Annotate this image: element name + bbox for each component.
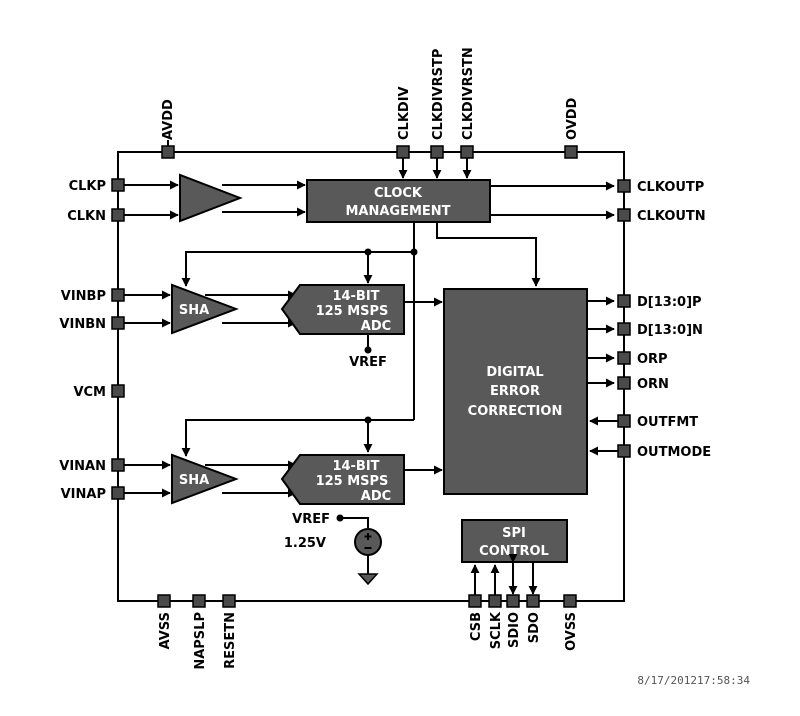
pin-outfmt: OUTFMT [617, 414, 698, 430]
sha-b-block: SHA [171, 283, 239, 335]
pin-label-vinbp: VINBP [61, 289, 106, 304]
pin-label-sdio: SDIO [507, 612, 522, 648]
pin-csb: CSB [468, 594, 484, 641]
wire-clock-to-sha-b [181, 251, 414, 287]
pin-label-clkoutp: CLKOUTP [637, 180, 704, 195]
clock-buffer [179, 173, 243, 223]
pin-sclk: SCLK [488, 594, 504, 649]
pin-outmode: OUTMODE [617, 444, 711, 460]
adc-a-line3: ADC [361, 489, 391, 504]
pin-clkoutp: CLKOUTP [617, 179, 704, 195]
pin-sdio: SDIO [506, 594, 522, 648]
dec-line2: ERROR [490, 384, 540, 399]
timestamp: 8/17/201217:58:34 [637, 674, 750, 687]
clock-management-block: CLOCK MANAGEMENT [306, 179, 491, 223]
digital-error-correction-block: DIGITAL ERROR CORRECTION [443, 288, 588, 495]
voltage-source-icon [354, 528, 382, 556]
pin-resetn: RESETN [222, 594, 238, 669]
adc-b-line3: ADC [361, 319, 391, 334]
pin-sdo: SDO [526, 594, 542, 643]
adc-b-block: 14-BIT 125 MSPS ADC [280, 284, 405, 335]
pin-label-ovdd: OVDD [565, 97, 580, 140]
pin-label-clkdivrstn: CLKDIVRSTN [461, 47, 476, 140]
pin-vcm: VCM [73, 384, 125, 400]
pin-label-orn: ORN [637, 377, 669, 392]
pin-clkoutn: CLKOUTN [617, 208, 706, 224]
sha-a-label: SHA [179, 473, 209, 488]
pin-label-vcm: VCM [73, 385, 106, 400]
pin-label-clkdiv: CLKDIV [397, 86, 412, 140]
pin-ovss: OVSS [563, 594, 579, 651]
spi-control-block: SPI CONTROL [461, 519, 568, 563]
pin-orn: ORN [617, 376, 669, 392]
pin-label-outmode: OUTMODE [637, 445, 711, 460]
pin-label-csb: CSB [469, 612, 484, 641]
adc-a-line2: 125 MSPS [316, 474, 389, 489]
vref-b-node [364, 346, 372, 354]
pin-d-n: D[13:0]N [617, 322, 703, 338]
pin-avss: AVSS [157, 594, 173, 649]
adc-a-block: 14-BIT 125 MSPS ADC [280, 454, 405, 505]
pin-label-vinan: VINAN [59, 459, 106, 474]
pin-label-resetn: RESETN [223, 612, 238, 669]
pin-vinbn: VINBN [59, 316, 125, 332]
pin-label-avdd: AVDD [161, 99, 176, 140]
pin-vinan: VINAN [59, 458, 125, 474]
pin-napslp: NAPSLP [192, 594, 208, 670]
pin-vinbp: VINBP [61, 288, 125, 304]
spi-line2: CONTROL [479, 544, 549, 559]
vref-b-label: VREF [349, 355, 387, 370]
pin-avdd: AVDD [161, 99, 176, 159]
pin-ovdd: OVDD [564, 97, 580, 159]
adc-b-line2: 125 MSPS [316, 304, 389, 319]
pin-label-vinap: VINAP [61, 487, 106, 502]
pin-label-sdo: SDO [527, 612, 542, 643]
pin-clkdivrstp: CLKDIVRSTP [430, 49, 446, 159]
vref-a-value: 1.25V [284, 536, 326, 551]
pin-label-outfmt: OUTFMT [637, 415, 698, 430]
clock-block-line1: CLOCK [374, 186, 423, 201]
pin-label-d-n: D[13:0]N [637, 323, 703, 338]
pin-orp: ORP [617, 351, 668, 367]
wire-clock-to-dec [436, 222, 541, 287]
dec-line1: DIGITAL [486, 365, 543, 380]
pin-label-avss: AVSS [158, 612, 173, 649]
pin-label-vinbn: VINBN [59, 317, 106, 332]
pin-label-sclk: SCLK [489, 611, 504, 649]
pin-label-orp: ORP [637, 352, 668, 367]
pin-label-clkdivrstp: CLKDIVRSTP [431, 49, 446, 140]
pin-label-ovss: OVSS [564, 612, 579, 651]
pin-clkp: CLKP [69, 178, 125, 194]
pin-label-napslp: NAPSLP [193, 612, 208, 670]
pin-clkdivrstn: CLKDIVRSTN [460, 47, 476, 159]
pin-label-clkp: CLKP [69, 179, 106, 194]
dec-line3: CORRECTION [468, 404, 563, 419]
ground-icon [357, 573, 379, 586]
pin-d-p: D[13:0]P [617, 294, 702, 310]
wire-clock-lower [181, 419, 414, 457]
pin-label-clkoutn: CLKOUTN [637, 209, 706, 224]
spi-line1: SPI [502, 526, 526, 541]
pin-clkn: CLKN [67, 208, 125, 224]
adc-b-line1: 14-BIT [332, 289, 379, 304]
clock-block-line2: MANAGEMENT [345, 204, 450, 219]
pin-label-d-p: D[13:0]P [637, 295, 702, 310]
sha-b-label: SHA [179, 303, 209, 318]
wire-vref-a [340, 517, 369, 528]
vref-a-label: VREF [292, 512, 330, 527]
pin-label-clkn: CLKN [67, 209, 106, 224]
sha-a-block: SHA [171, 453, 239, 505]
pin-clkdiv: CLKDIV [396, 86, 412, 159]
pin-vinap: VINAP [61, 486, 125, 502]
adc-a-line1: 14-BIT [332, 459, 379, 474]
